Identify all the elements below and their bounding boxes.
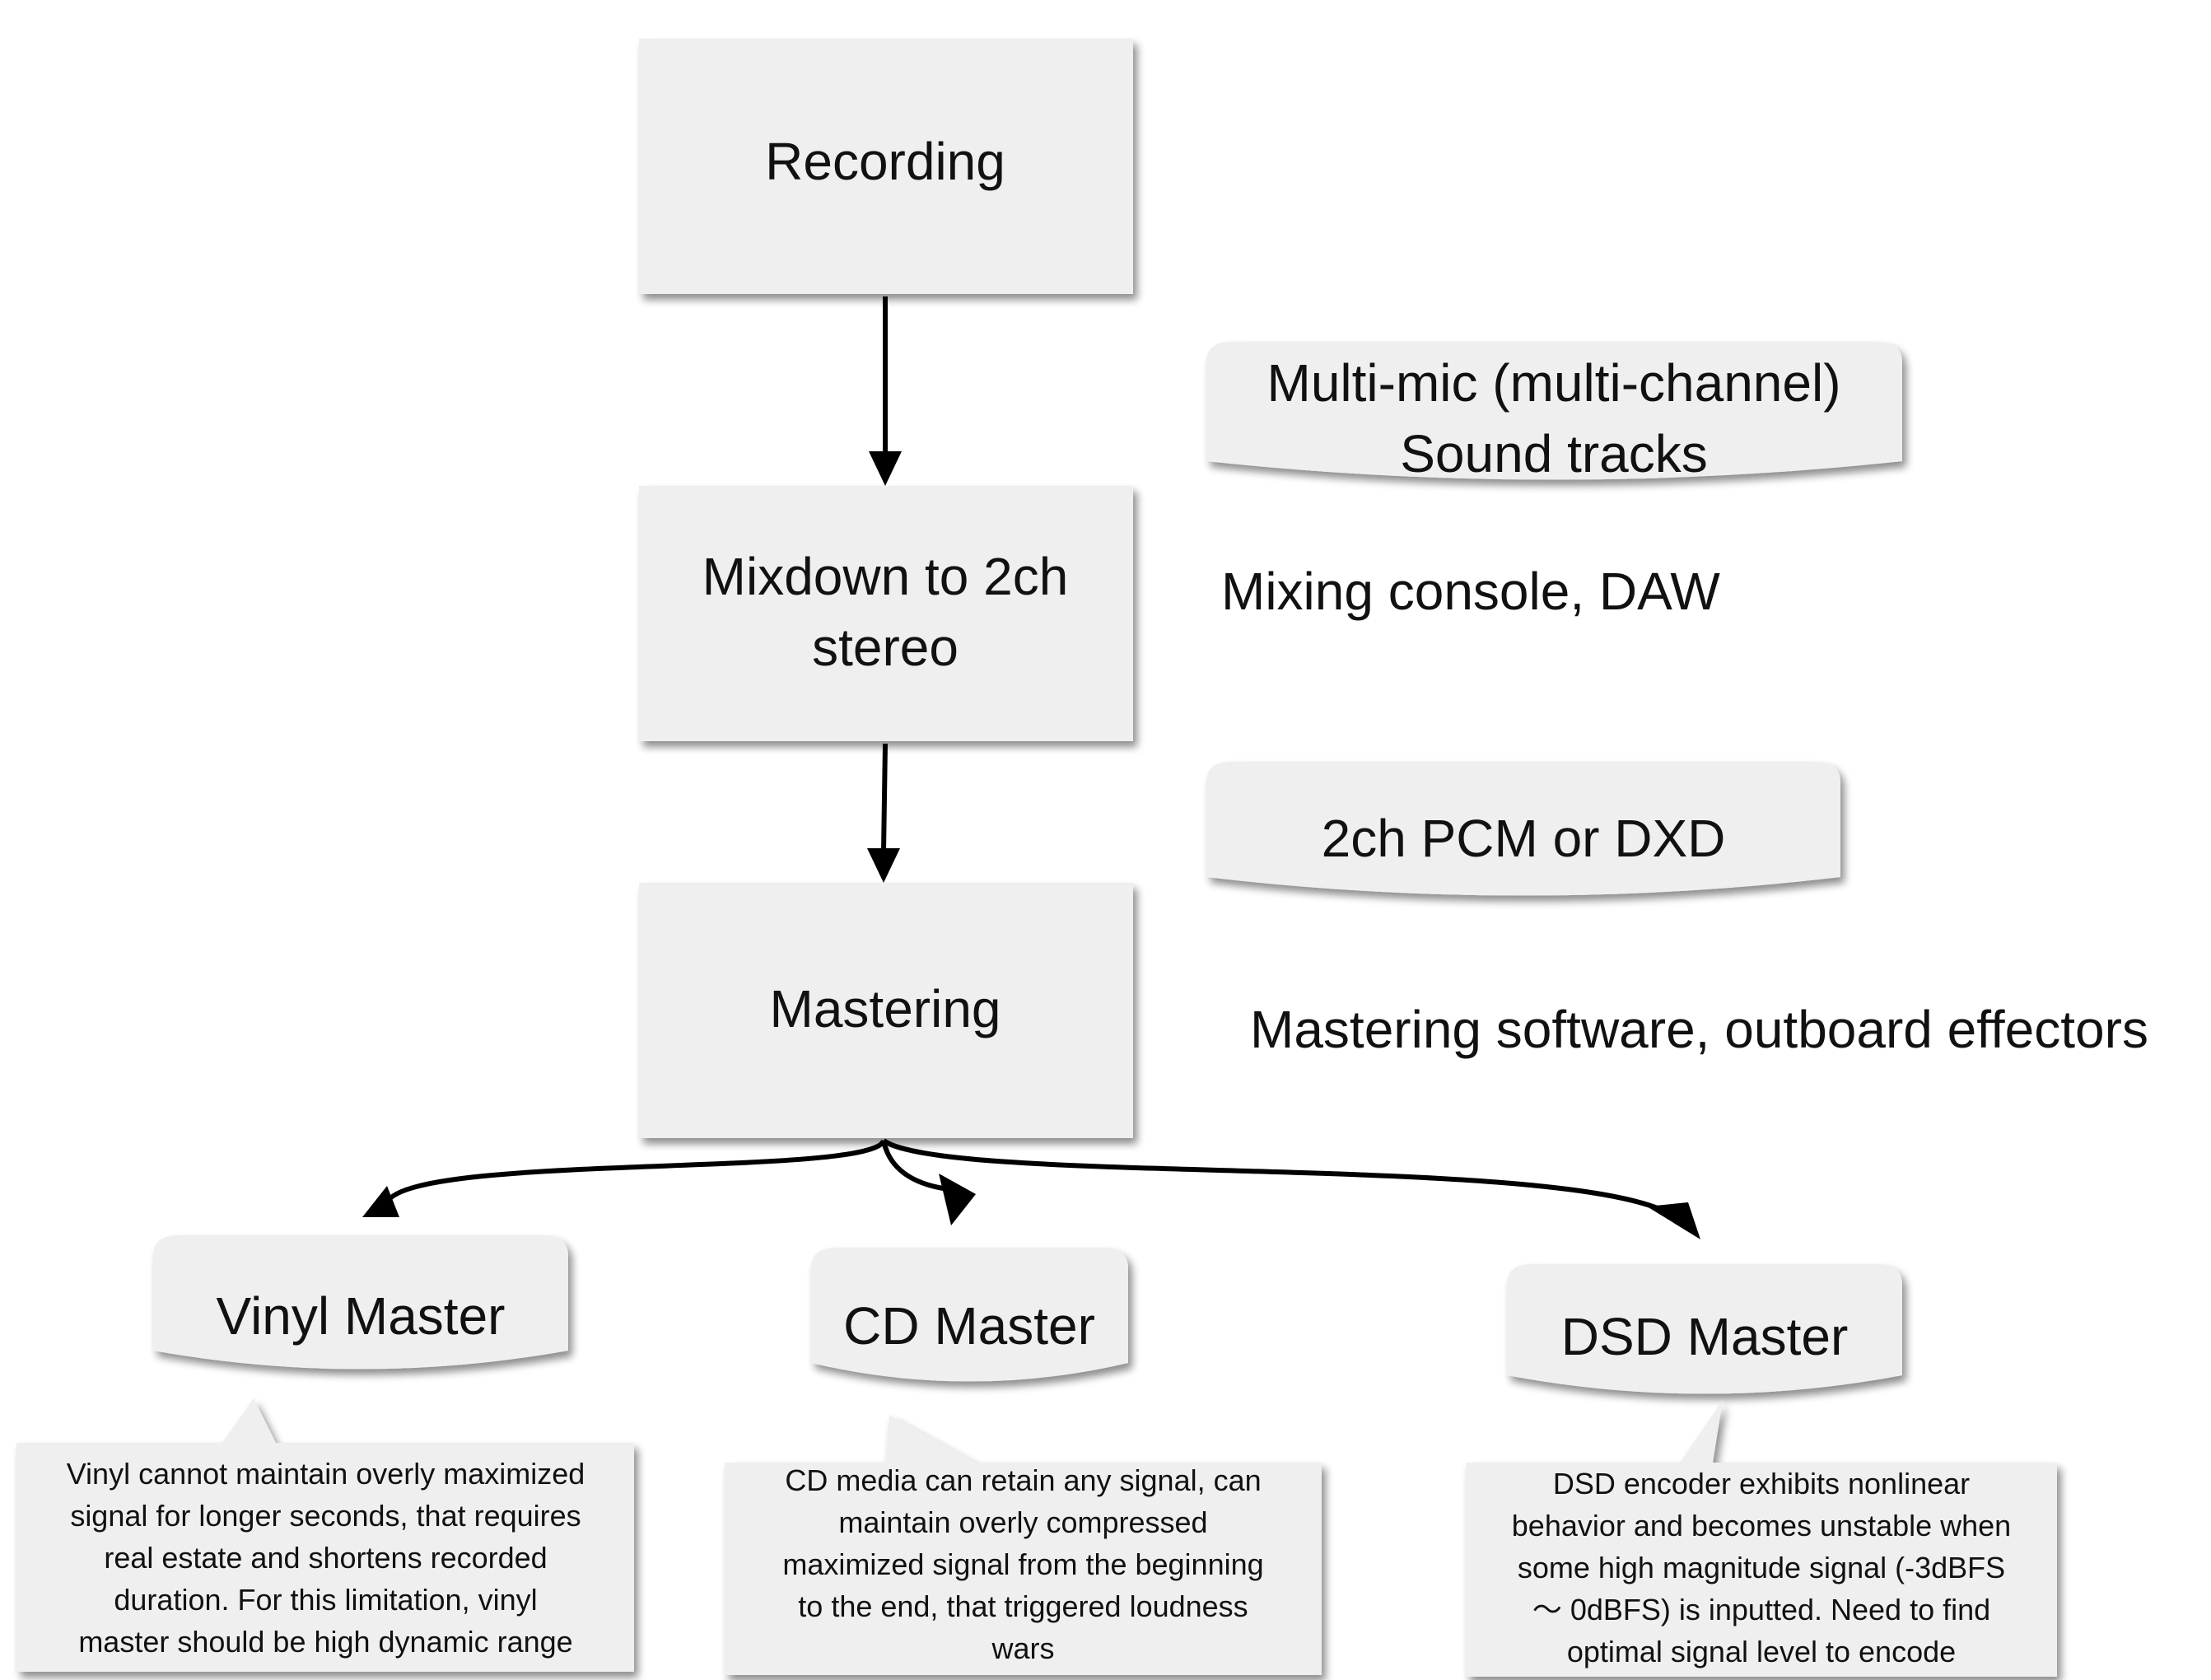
vinyl-note-line: Vinyl cannot maintain overly maximized (66, 1457, 585, 1491)
dsd-master-label: DSD Master (1561, 1307, 1849, 1366)
multimic-label-line2: Sound tracks (1400, 424, 1708, 483)
arrowhead-mastering (867, 848, 900, 883)
cd-note-line: maximized signal from the beginning (782, 1547, 1264, 1581)
recording-label: Recording (765, 132, 1005, 191)
recording-box (639, 39, 1133, 294)
multimic-label-line1: Multi-mic (multi-channel) (1267, 353, 1841, 413)
dsd-note-line: optimal signal level to encode (1566, 1635, 1957, 1668)
cd-note-line: to the end, that triggered loudness (798, 1589, 1248, 1623)
arrow-mixdown-to-mastering (881, 743, 888, 853)
pcm-dxd-media-shape (1206, 762, 1840, 896)
cd-note-text: CD media can retain any signal, can main… (730, 1459, 1317, 1669)
cd-master-label: CD Master (843, 1296, 1095, 1356)
vinyl-note-line: signal for longer seconds, that requires (70, 1499, 581, 1533)
vinyl-note-line: duration. For this limitation, vinyl (114, 1583, 538, 1617)
pcm-dxd-label: 2ch PCM or DXD (1322, 809, 1726, 868)
cd-note-line: maintain overly compressed (838, 1505, 1208, 1539)
arrowhead-dsd (1647, 1202, 1700, 1239)
vinyl-note-line: master should be high dynamic range (78, 1625, 573, 1659)
mastering-tools-label: Mastering software, outboard effectors (1250, 1000, 2148, 1059)
vinyl-note-line: real estate and shortens recorded (104, 1541, 548, 1575)
mastering-label: Mastering (770, 979, 1001, 1038)
mixdown-box (639, 486, 1133, 741)
cd-master-shape (811, 1248, 1128, 1382)
vinyl-master-shape (153, 1235, 568, 1370)
dsd-note-line: ～ 0dBFS) is inputted. Need to find (1532, 1593, 1991, 1626)
arrowhead-vinyl (362, 1186, 399, 1217)
dsd-note-text: DSD encoder exhibits nonlinear behavior … (1471, 1463, 2052, 1673)
arrowhead-cd (939, 1174, 976, 1225)
dsd-note-box (1466, 1400, 2057, 1677)
cd-note-line: wars (991, 1631, 1055, 1665)
vinyl-note-text: Vinyl cannot maintain overly maximized s… (23, 1453, 628, 1663)
arrow-to-dsd (882, 1138, 1673, 1217)
mixdown-label-line1: Mixdown to 2ch (702, 547, 1069, 606)
multimic-media-shape (1206, 342, 1902, 480)
dsd-note-line: some high magnitude signal (-3dBFS (1517, 1551, 2006, 1584)
cd-note-line: CD media can retain any signal, can (785, 1463, 1262, 1497)
mastering-box (639, 883, 1133, 1138)
dsd-master-shape (1507, 1264, 1902, 1394)
arrowhead-mixdown (869, 451, 902, 486)
cd-note-box (725, 1415, 1322, 1675)
vinyl-master-label: Vinyl Master (217, 1286, 506, 1346)
arrow-to-cd (881, 1140, 956, 1192)
mixdown-label-line2: stereo (812, 618, 959, 677)
dsd-note-line: behavior and becomes unstable when (1511, 1509, 2012, 1542)
vinyl-note-box (16, 1398, 634, 1672)
arrow-to-vinyl (385, 1139, 886, 1204)
mixing-tools-label: Mixing console, DAW (1221, 562, 1720, 621)
dsd-note-line: DSD encoder exhibits nonlinear (1552, 1467, 1971, 1500)
